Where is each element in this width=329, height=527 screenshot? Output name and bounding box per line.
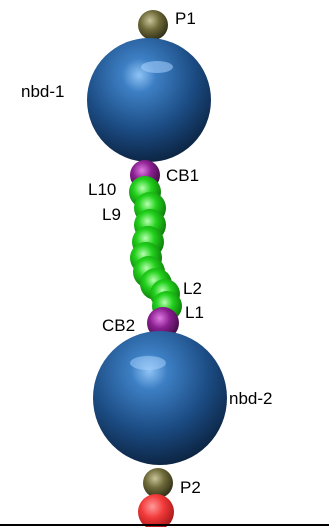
linker-chain xyxy=(129,176,182,321)
label-p2: P2 xyxy=(180,478,201,497)
p2-bead xyxy=(143,468,173,498)
label-l2: L2 xyxy=(183,279,202,298)
nbd2-highlight xyxy=(130,356,166,370)
label-l9: L9 xyxy=(102,205,121,224)
nbd2-sphere xyxy=(93,331,227,465)
label-l10: L10 xyxy=(88,180,116,199)
label-cb1: CB1 xyxy=(166,166,199,185)
p1-bead xyxy=(138,10,168,40)
label-nbd2: nbd-2 xyxy=(229,389,272,408)
nbd1-highlight xyxy=(141,61,173,73)
nbd1-sphere xyxy=(87,38,211,162)
label-p1: P1 xyxy=(175,9,196,28)
anchor-bead xyxy=(138,494,174,527)
label-cb2: CB2 xyxy=(102,316,135,335)
cb2-bead xyxy=(147,307,179,339)
label-nbd1: nbd-1 xyxy=(21,82,64,101)
label-l1: L1 xyxy=(185,303,204,322)
